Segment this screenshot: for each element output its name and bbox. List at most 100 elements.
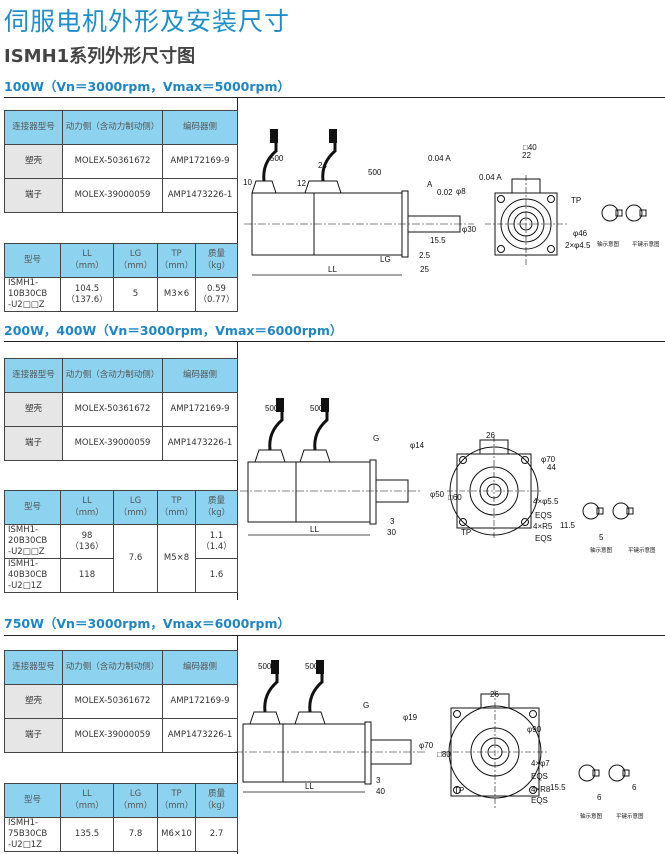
column-header: 编码器侧 bbox=[162, 358, 238, 393]
dimension-label: 6 bbox=[597, 793, 602, 802]
table-cell: 118 bbox=[60, 558, 114, 594]
front-circle bbox=[469, 466, 519, 516]
cable-connector bbox=[329, 129, 337, 143]
motor-flange bbox=[364, 721, 372, 785]
section-divider bbox=[4, 97, 665, 98]
model-cell: ISMH1- 10B30CB -U2□□Z bbox=[4, 276, 61, 313]
mounting-hole bbox=[453, 710, 461, 718]
column-header: 质量 （kg） bbox=[195, 490, 238, 525]
mounting-hole bbox=[547, 245, 555, 253]
dimension-label: LL bbox=[310, 525, 319, 534]
column-header: 连接器型号 bbox=[4, 358, 63, 393]
cable-connector bbox=[271, 660, 279, 674]
mounting-hole bbox=[497, 245, 505, 253]
column-header: 动力侧（含动力制动侧） bbox=[62, 650, 163, 685]
dimension-label: 轴示意图 bbox=[580, 812, 603, 820]
column-header: 型号 bbox=[4, 783, 61, 818]
column-divider bbox=[237, 635, 238, 854]
dimension-label: 500 bbox=[258, 662, 272, 671]
cable bbox=[268, 408, 284, 451]
cable-connector bbox=[276, 398, 284, 412]
column-header: 连接器型号 bbox=[4, 110, 63, 145]
dimension-label: φ90 bbox=[527, 725, 542, 734]
table-header-row: 连接器型号动力侧（含动力制动侧）编码器侧 bbox=[4, 110, 238, 145]
dimension-label: 轴示意图 bbox=[590, 546, 613, 554]
dimension-label: LL bbox=[305, 782, 314, 791]
table-cell: AMP1473226-1 bbox=[162, 178, 238, 213]
motor-flange bbox=[369, 459, 377, 525]
dimension-label: EQS bbox=[531, 796, 548, 805]
dimension-label: 12 bbox=[297, 179, 306, 188]
table-cell: 7.6 bbox=[113, 523, 158, 594]
column-header: TP （mm） bbox=[157, 243, 196, 278]
mounting-hole bbox=[453, 786, 461, 794]
motor-body bbox=[242, 723, 366, 783]
column-header: 质量 （kg） bbox=[195, 243, 238, 278]
dimension-label: 26 bbox=[486, 431, 495, 440]
dimension-label: □80 bbox=[437, 750, 451, 759]
mounting-hole bbox=[497, 195, 505, 203]
row-label: 端子 bbox=[4, 718, 63, 753]
dimension-label: 0.02 bbox=[437, 188, 453, 197]
dimension-label: φ14 bbox=[410, 441, 425, 450]
table-cell: AMP172169-9 bbox=[162, 684, 238, 719]
column-header: LG （mm） bbox=[113, 783, 158, 818]
section-heading: 750W（Vn＝3000rpm，Vmax＝6000rpm） bbox=[4, 616, 291, 631]
cable-connector bbox=[316, 660, 324, 674]
table-cell: MOLEX-39000059 bbox=[62, 718, 163, 753]
dimension-label: 4×φ7 bbox=[531, 759, 550, 768]
dimension-label: 500 bbox=[368, 168, 382, 177]
dimension-label: 44 bbox=[547, 463, 556, 472]
dimension-label: φ46 bbox=[573, 229, 588, 238]
dimension-label: 4×R5 bbox=[533, 522, 553, 531]
mounting-hole bbox=[521, 518, 529, 526]
dimension-label: 26 bbox=[490, 690, 499, 699]
cable-connector bbox=[321, 398, 329, 412]
column-header: 型号 bbox=[4, 243, 61, 278]
front-circle bbox=[507, 205, 545, 243]
column-header: LL （mm） bbox=[60, 783, 114, 818]
mounting-hole bbox=[459, 456, 467, 464]
key-section bbox=[582, 502, 600, 520]
dimension-label: EQS bbox=[535, 534, 552, 543]
table-header-row: 连接器型号动力侧（含动力制动侧）编码器侧 bbox=[4, 650, 238, 685]
dimension-label: φ19 bbox=[403, 713, 418, 722]
model-cell: ISMH1- 40B30CB -U2□1Z bbox=[4, 558, 61, 594]
model-cell: ISMH1- 75B30CB -U2□1Z bbox=[4, 816, 61, 853]
table-cell: 104.5 （137.6） bbox=[60, 276, 114, 313]
cable bbox=[313, 408, 329, 451]
dimension-label: φ70 bbox=[419, 741, 434, 750]
key-section bbox=[601, 204, 619, 222]
dimension-label: 4×φ5.5 bbox=[533, 497, 559, 506]
table-cell: AMP172169-9 bbox=[162, 144, 238, 179]
table-cell: M5×8 bbox=[157, 523, 196, 594]
table-cell: MOLEX-50361672 bbox=[62, 144, 163, 179]
dimension-label: TP bbox=[454, 786, 464, 795]
key-section bbox=[612, 502, 630, 520]
dimension-label: 500 bbox=[270, 154, 284, 163]
dimension-label: φ30 bbox=[462, 225, 477, 234]
table-cell: 98 （136） bbox=[60, 523, 114, 560]
table-cell: M3×6 bbox=[157, 276, 196, 313]
column-header: 质量 （kg） bbox=[195, 783, 238, 818]
dimension-label: 15.5 bbox=[550, 783, 566, 792]
dimension-label: G bbox=[373, 434, 379, 443]
column-header: LG （mm） bbox=[113, 490, 158, 525]
connector-housing bbox=[299, 449, 331, 463]
column-divider bbox=[237, 341, 238, 600]
dimension-label: LL bbox=[328, 265, 337, 274]
dimension-label: 0.04 A bbox=[479, 173, 502, 182]
dimension-label: TP bbox=[571, 196, 581, 205]
table-cell: 0.59 （0.77） bbox=[195, 276, 238, 313]
dimension-label: 15.5 bbox=[430, 236, 446, 245]
